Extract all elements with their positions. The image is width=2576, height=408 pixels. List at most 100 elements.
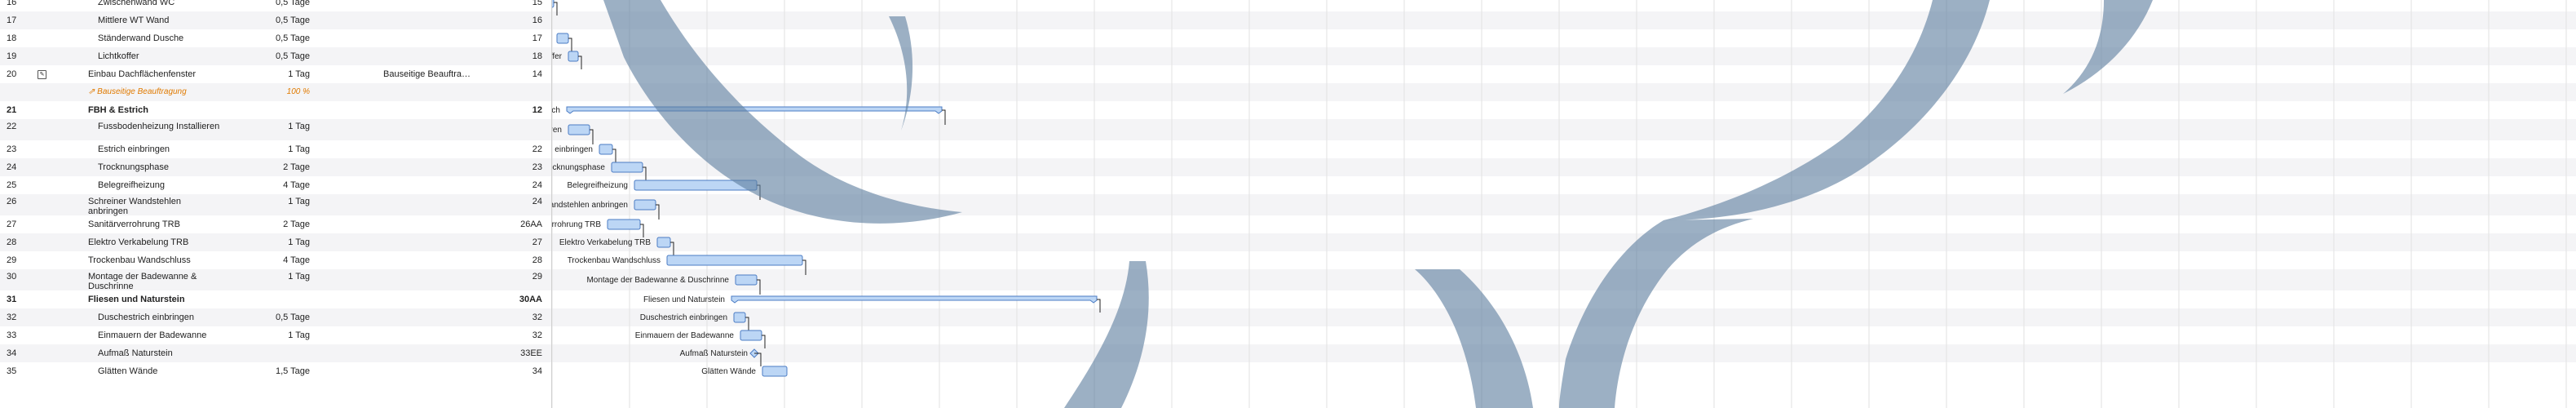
task-id: 30: [7, 272, 17, 282]
bar-label: Sanitärverrohrung TRB: [552, 220, 601, 229]
task-bar: [656, 237, 671, 248]
task-id: 31: [7, 295, 17, 304]
task-name: Sanitärverrohrung TRB: [88, 220, 180, 229]
bar-label: Estrich einbringen: [552, 145, 593, 154]
timeline-row-stripe: [552, 308, 2576, 326]
dependency-link: [578, 55, 582, 69]
task-duration: 1 Tag: [288, 330, 310, 340]
task-predecessor: 26AA: [520, 220, 542, 229]
task-duration: 2 Tage: [283, 162, 310, 172]
dependency-link: [754, 353, 762, 366]
task-id: 21: [7, 105, 17, 115]
task-id: 22: [7, 122, 17, 131]
table-row[interactable]: 30 Montage der Badewanne & Duschrinne 1 Ta…: [0, 269, 551, 291]
task-duration: 1 Tag: [288, 237, 310, 247]
bar-label: Elektro Verkabelung TRB: [559, 238, 651, 247]
timeline-row-stripe: [552, 83, 2576, 101]
task-name: Glätten Wände: [98, 366, 158, 376]
bar-label: Fliesen und Naturstein: [643, 295, 725, 304]
timeline-row-stripe: [552, 194, 2576, 215]
task-bar: [556, 33, 569, 44]
task-predecessor: 15: [532, 0, 542, 7]
task-duration: 1 Tag: [288, 272, 310, 282]
task-name: Mittlere WT Wand: [98, 16, 170, 25]
bar-label: Trockenbau Wandschluss: [568, 256, 661, 265]
bar-label: Aufmaß Naturstein: [680, 349, 748, 358]
task-predecessor: 33EE: [520, 348, 542, 358]
dependency-link: [590, 129, 594, 144]
bar-label: FBH & Estrich: [552, 106, 560, 115]
dependency-link: [568, 38, 572, 51]
task-predecessor: 23: [532, 162, 542, 172]
task-bar: [666, 255, 803, 266]
task-predecessor: 24: [532, 197, 542, 206]
task-id: 28: [7, 237, 17, 247]
timeline-row-stripe: [552, 47, 2576, 65]
bar-label: Schreiner Wandstehlen anbringen: [552, 201, 628, 210]
bar-label: Montage der Badewanne & Duschrinne: [586, 276, 729, 285]
task-name: FBH & Estrich: [88, 105, 148, 115]
dependency-link: [640, 224, 644, 237]
task-predecessor: 32: [532, 313, 542, 322]
task-id: 29: [7, 255, 17, 265]
task-name: Schreiner Wandstehlen anbringen: [88, 197, 181, 216]
dependency-link: [802, 259, 806, 275]
timeline-row-stripe: [552, 119, 2576, 140]
task-id: 16: [7, 0, 17, 7]
note-icon[interactable]: ✎: [38, 70, 46, 79]
task-name: Lichtkoffer: [98, 51, 139, 61]
task-duration: 4 Tage: [283, 180, 310, 190]
table-row[interactable]: 21 FBH & Estrich 12: [0, 101, 551, 119]
task-name: Trockenbau Wandschluss: [88, 255, 191, 265]
task-id: 26: [7, 197, 17, 206]
task-predecessor: 14: [532, 69, 542, 79]
task-duration: 0,5 Tage: [275, 33, 310, 43]
task-predecessor: 12: [532, 105, 542, 115]
task-id: 35: [7, 366, 17, 376]
task-name: Fliesen und Naturstein: [88, 295, 185, 304]
task-predecessor: 18: [532, 51, 542, 61]
task-duration: 0,5 Tage: [275, 51, 310, 61]
bar-label: Duschestrich einbringen: [640, 313, 727, 322]
task-id: 33: [7, 330, 17, 340]
task-predecessor: 30AA: [519, 295, 542, 304]
task-id: 32: [7, 313, 17, 322]
task-name: Ständerwand Dusche: [98, 33, 184, 43]
task-predecessor: 34: [532, 366, 542, 376]
bar-label: Lichtkoffer: [552, 52, 563, 61]
task-predecessor: 24: [532, 180, 542, 190]
task-duration: 2 Tage: [283, 220, 310, 229]
task-name: Estrich einbringen: [98, 144, 170, 154]
task-predecessor: 17: [532, 33, 542, 43]
task-duration: 1 Tag: [288, 69, 310, 79]
task-bar: [552, 0, 555, 8]
bar-label: Glätten Wände: [701, 367, 756, 376]
task-name: Aufmaß Naturstein: [98, 348, 173, 358]
task-duration: 1 Tag: [288, 122, 310, 131]
task-name: Montage der Badewanne & Duschrinne: [88, 272, 197, 291]
task-name: Belegreifheizung: [98, 180, 165, 190]
task-name: Einbau Dachflächenfenster: [88, 69, 197, 79]
task-bar: [634, 180, 758, 191]
task-bar: [599, 144, 613, 155]
table-row[interactable]: 31 Fliesen und Naturstein 30AA: [0, 290, 551, 308]
